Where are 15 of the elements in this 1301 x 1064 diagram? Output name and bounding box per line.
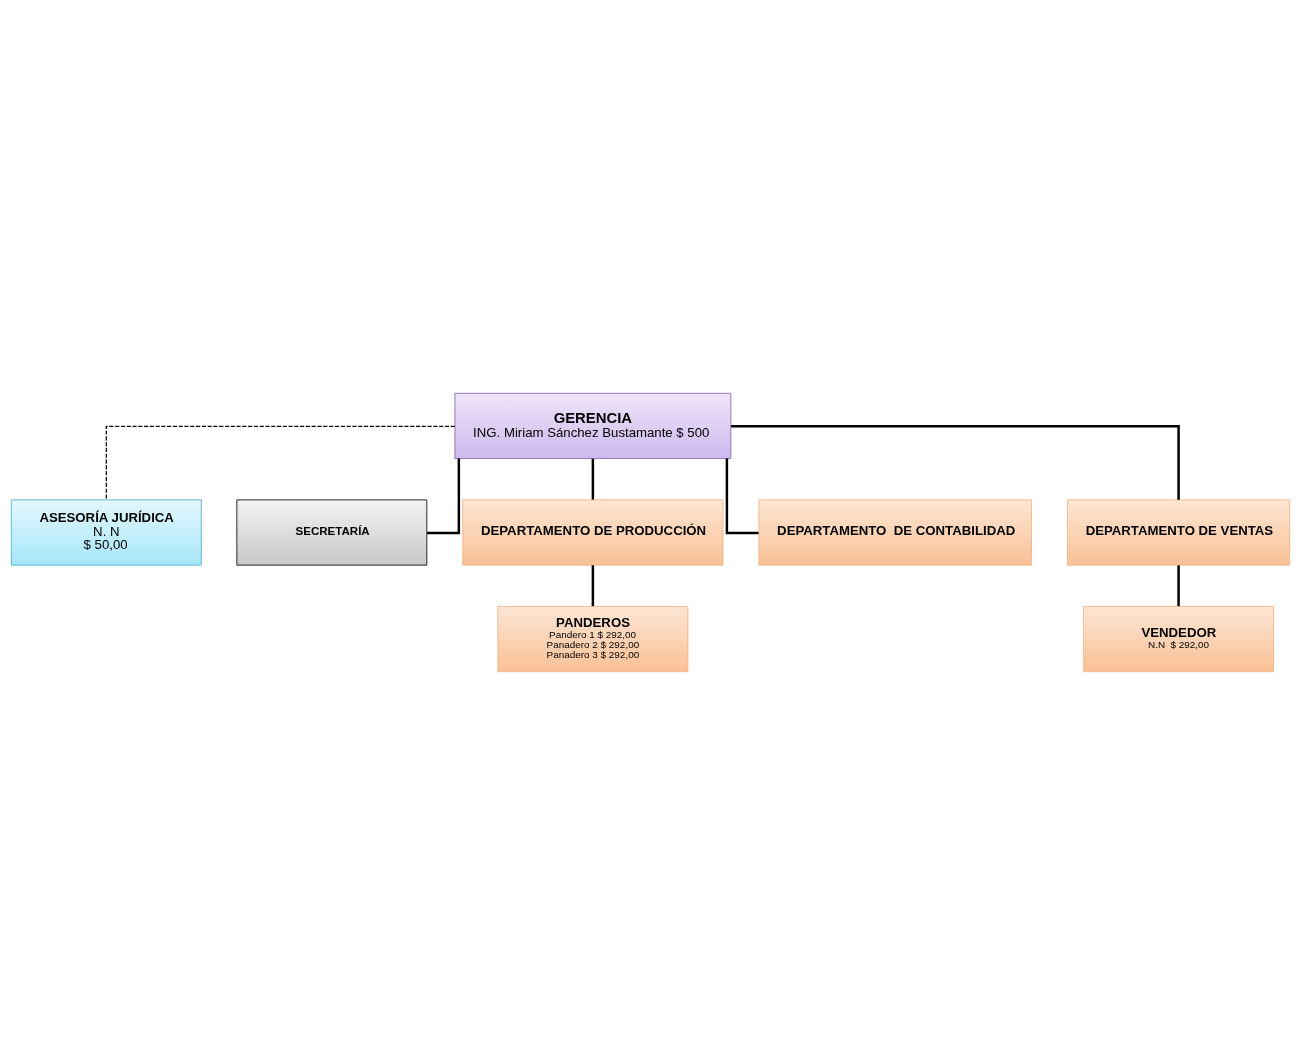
node-box: DEPARTAMENTO DE CONTABILIDAD [758,498,1032,566]
node-box: DEPARTAMENTO DE PRODUCCIÓN [462,498,724,566]
connector [725,458,759,534]
connector [1177,564,1180,606]
connector [427,458,461,534]
node-box: SECRETARÍA [236,498,428,566]
node-box: DEPARTAMENTO DE VENTAS [1067,498,1291,566]
node-box: VENDEDOR N.N $ 292,00 [1083,605,1274,672]
connector [730,424,1180,500]
node-box: ASESORÍA JURÍDICA N. N $ 50,00 [10,498,202,566]
connector [591,564,595,606]
node-box: GERENCIA ING. Miriam Sánchez Bustamante $ 500 [454,392,732,459]
connector [105,425,456,500]
node-box: PANDEROS Pandero 1 $ 292,00 Panadero 2 $ 292,00 Panadero 3 $ 292,00 [497,605,689,672]
connector [591,458,595,500]
